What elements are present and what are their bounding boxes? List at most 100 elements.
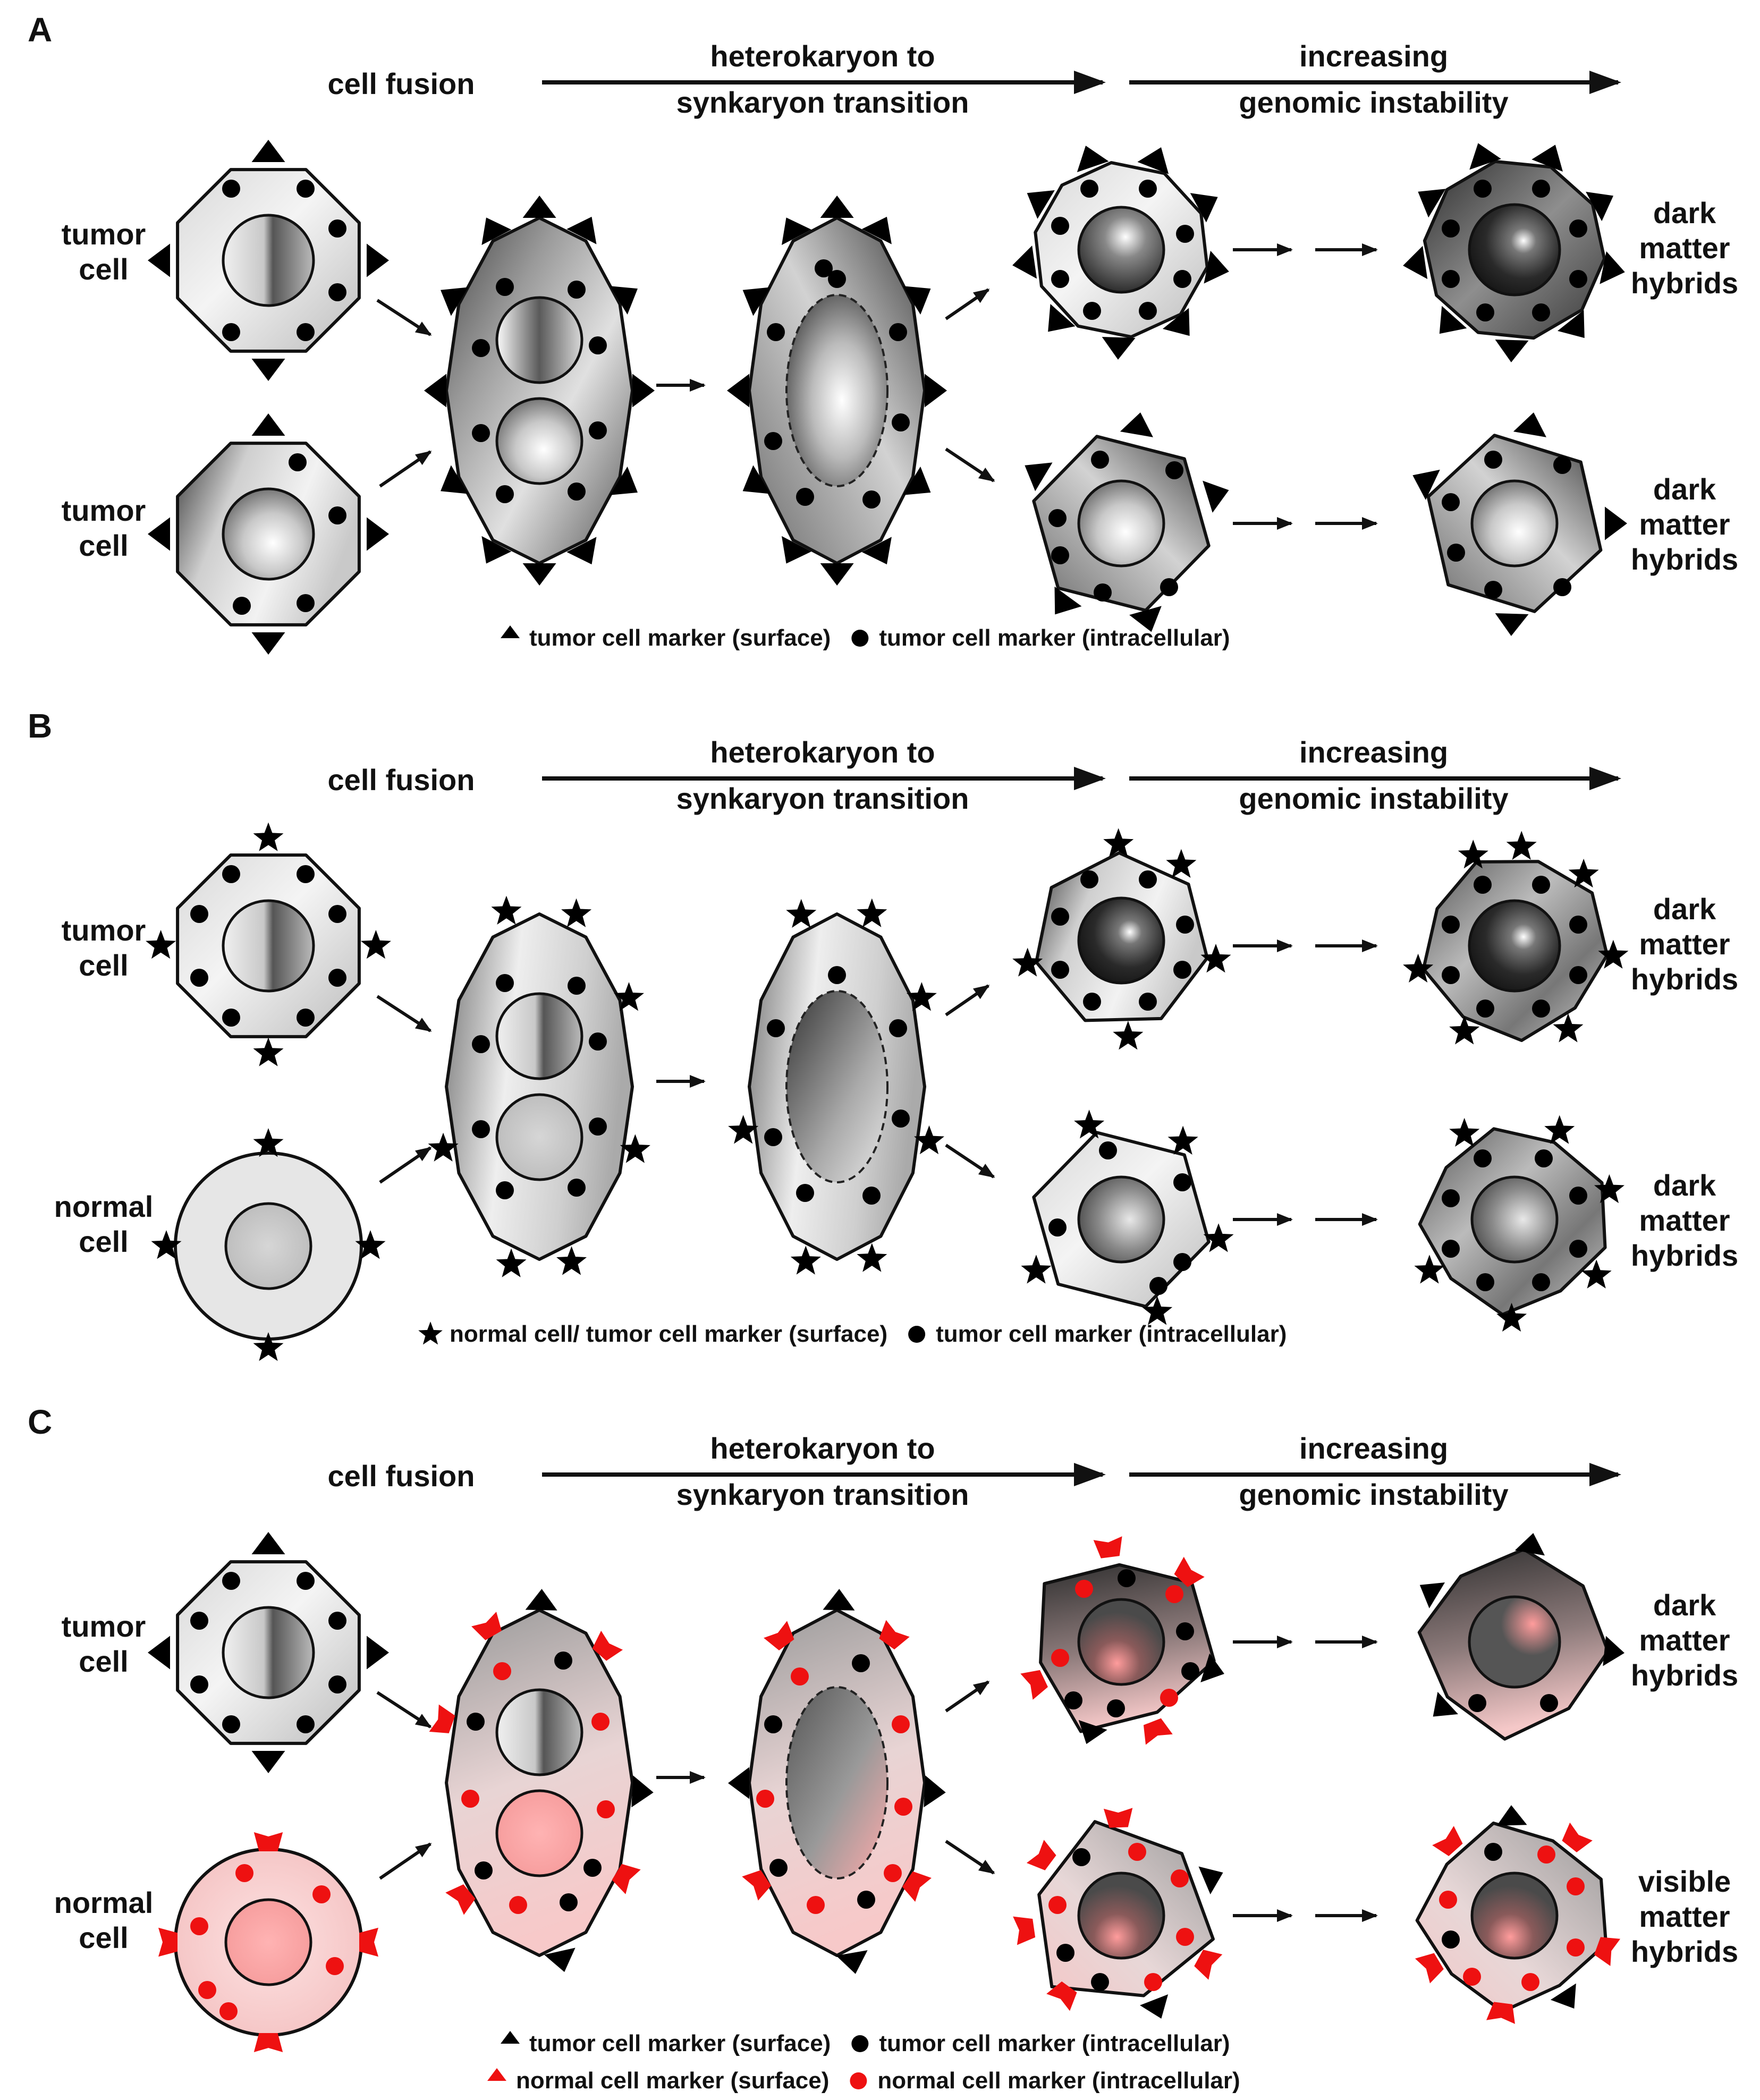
surface-marker-triangle [1586,191,1614,222]
star-marker-icon [790,1246,821,1275]
legend: tumor cell marker (surface)tumor cell ma… [487,2030,1240,2094]
intracellular-marker-dot [1484,1843,1502,1861]
fused-heterokaryon [424,196,655,586]
dot-icon [851,630,869,647]
nucleus [1077,479,1165,568]
nucleus [224,1898,312,1986]
nucleus [222,899,315,993]
intracellular-marker-dot [472,339,490,357]
intracellular-marker-dot [472,424,490,442]
intracellular-marker-dot [1181,1662,1199,1680]
nucleus [1470,479,1559,568]
output-bottom-label: hybrids [1631,543,1738,576]
intracellular-marker-dot [297,1009,315,1027]
normal-surface-marker-icon [1026,1840,1056,1870]
output-bottom-label: dark [1653,1168,1716,1202]
intracellular-marker-dot [1139,302,1157,320]
star-marker-icon [1496,1302,1527,1332]
surface-marker-triangle [1495,340,1529,362]
intracellular-marker-dot [815,259,833,277]
surface-marker-triangle [251,632,285,655]
intracellular-marker-dot [1532,1273,1550,1291]
intracellular-marker-dot [1176,916,1194,934]
surface-marker-triangle [1120,412,1153,437]
nucleus [222,1606,315,1699]
intracellular-marker-dot [328,1675,346,1693]
intracellular-marker-dot [583,1859,602,1877]
fused-nucleus [785,1686,889,1879]
normal-surface-marker-icon [253,1832,283,1851]
stage-transition-line2: synkaryon transition [676,86,969,119]
star-marker-icon [786,899,817,928]
intracellular-marker-dot [1569,270,1587,288]
intracellular-marker-dot [328,506,346,524]
surface-marker-triangle [1550,1983,1576,2009]
stage-cell-fusion: cell fusion [328,1459,475,1493]
normal-surface-marker-icon [1594,1937,1621,1966]
nucleus [495,1789,583,1877]
intracellular-marker-dot [857,1891,875,1909]
intracellular-marker-dot [591,1713,610,1731]
intracellular-marker-dot [222,1572,240,1590]
intracellular-marker-dot [764,432,782,450]
split-arrow-bottom [945,1840,995,1875]
surface-marker-triangle [1203,480,1229,513]
intracellular-marker-dot [289,453,307,471]
intracellular-marker-dot [1476,1273,1494,1291]
surface-marker-triangle [1027,190,1055,219]
nucleus [1077,1175,1165,1264]
surface-marker-triangle [610,286,638,315]
surface-marker-triangle [481,217,512,245]
cell-membrane [445,912,634,1261]
surface-marker-triangle [1204,250,1229,284]
normal-surface-marker-icon [902,1871,932,1902]
intracellular-marker-dot [1474,180,1492,198]
output-top-label: dark [1653,1588,1716,1622]
nucleus [222,214,315,307]
stage-transition-line1: heterokaryon to [710,1432,935,1465]
normal-surface-marker-icon [1093,1536,1122,1559]
intracellular-marker-dot [328,969,346,987]
intracellular-marker-dot [222,1715,240,1733]
surface-marker-triangle [781,536,811,564]
star-marker-icon [1167,1125,1198,1155]
legend: tumor cell marker (surface)tumor cell ma… [501,625,1230,651]
surface-marker-triangle [1439,306,1467,334]
intracellular-marker-dot [791,1667,809,1686]
intracellular-marker-dot [1051,1649,1069,1667]
normal-surface-marker-icon [1194,1950,1223,1980]
intracellular-marker-dot [1569,916,1587,934]
star-marker-icon [151,1230,182,1259]
intracellular-marker-dot [767,1019,785,1037]
intracellular-marker-dot [328,283,346,301]
star-marker-icon [1166,849,1197,878]
star-marker-icon [1568,858,1599,888]
intracellular-marker-dot [198,1981,216,1999]
intracellular-marker-dot [1099,1141,1117,1159]
intracellular-marker-dot [1176,1622,1194,1640]
intracellular-marker-dot [764,1715,782,1733]
fused-nucleus [785,294,889,487]
panel-letter: C [28,1403,52,1441]
nucleus [224,1202,312,1290]
input-bottom-label: cell [79,529,128,562]
dot-icon [908,1326,926,1343]
surface-marker-triangle [1198,1866,1223,1895]
intracellular-marker-dot [1083,993,1101,1011]
surface-marker-triangle [1513,412,1546,437]
intracellular-marker-dot [467,1713,485,1731]
nucleus [495,1688,583,1776]
legend-label: normal cell marker (surface) [516,2068,829,2094]
intracellular-marker-dot [496,485,514,503]
intracellular-marker-dot [1521,1973,1539,1991]
nucleus [1470,1872,1559,1960]
intracellular-marker-dot [472,1035,490,1053]
intracellular-marker-dot [1176,225,1194,243]
intracellular-marker-dot [589,421,607,439]
intracellular-marker-dot [597,1800,615,1818]
nucleus [495,1093,583,1181]
intracellular-marker-dot [1072,1848,1090,1866]
surface-marker-triangle [1605,506,1627,540]
nucleus [1468,1595,1561,1689]
star-marker-icon [1553,1013,1584,1043]
